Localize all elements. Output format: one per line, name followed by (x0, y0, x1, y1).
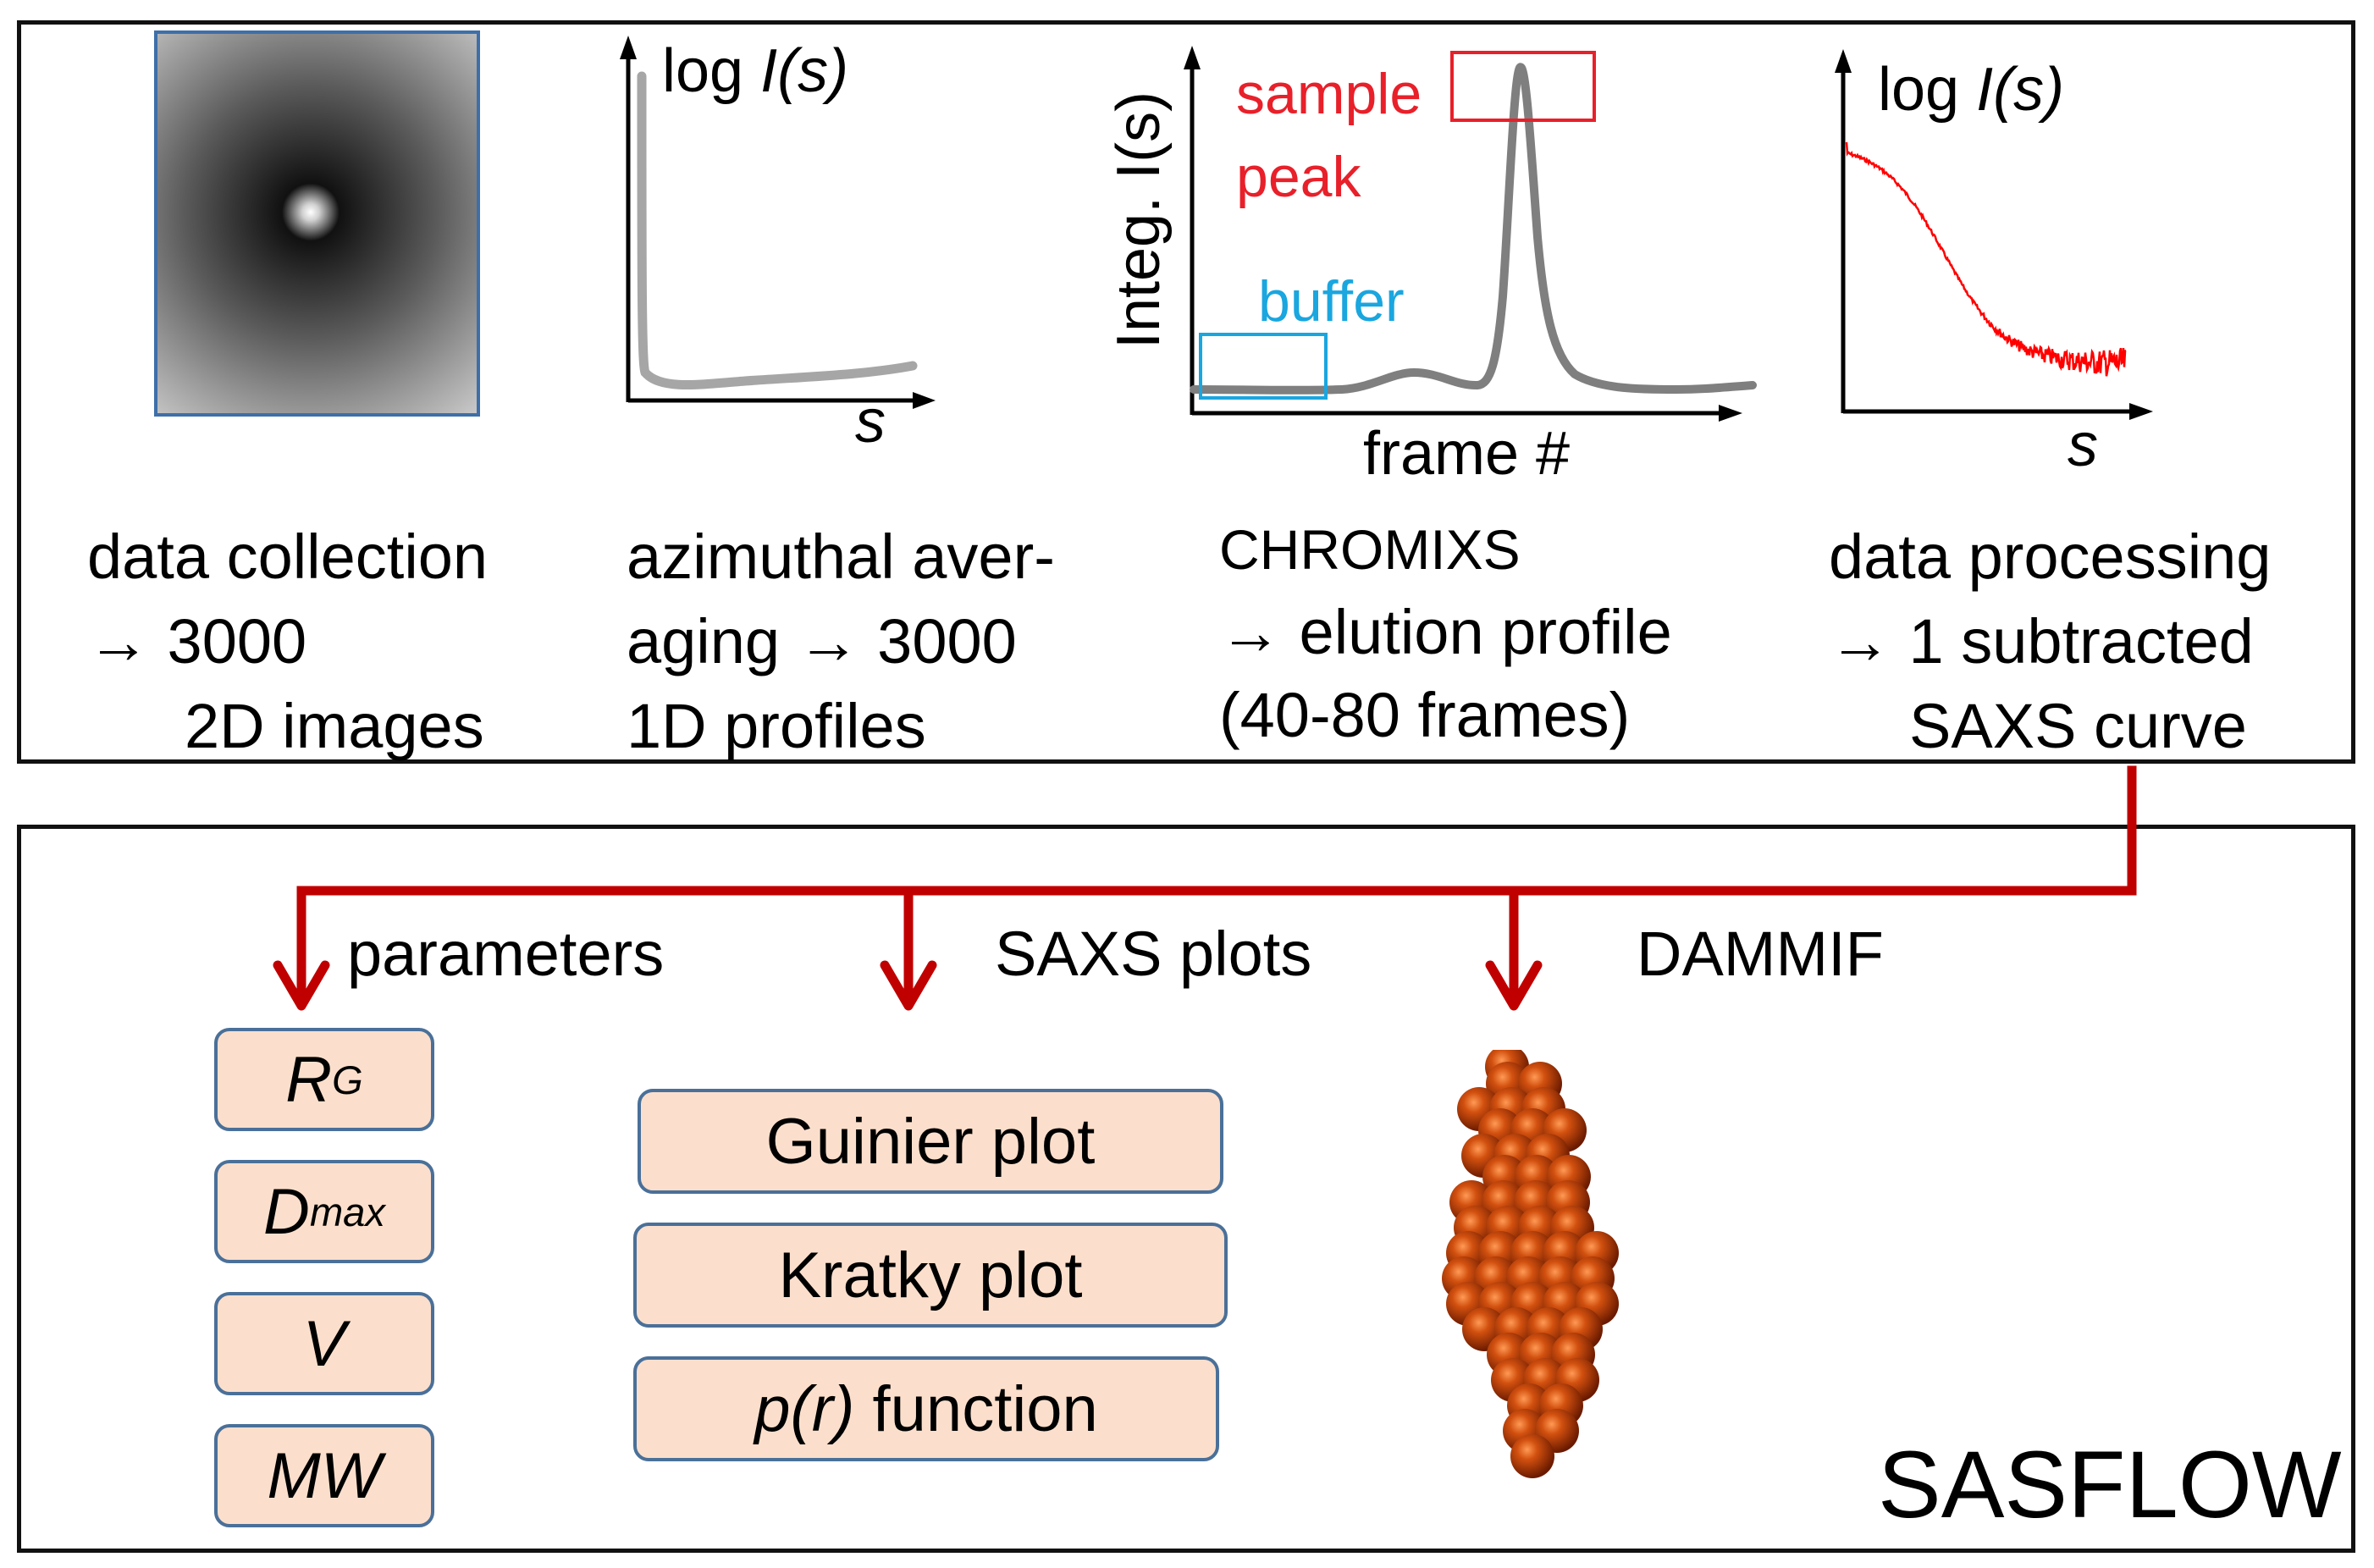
saxs-ylabel: log I(s) (1878, 56, 2065, 124)
processing-caption: data processing → 1 subtracted SAXS curv… (1829, 522, 2272, 761)
profile-curve (637, 71, 918, 389)
saxs-curve (1845, 141, 2127, 377)
saxs-curve-plot (1835, 49, 2153, 420)
detector-image (154, 30, 480, 417)
sample-peak-label: sample peak (1236, 62, 1422, 209)
buffer-label: buffer (1258, 269, 1405, 334)
saxs-xlabel: s (2068, 411, 2098, 479)
kratky-plot-box: Kratky plot (633, 1223, 1228, 1328)
arrowhead-saxs-plots (880, 960, 937, 1011)
volume-box: V (214, 1292, 434, 1395)
sample-window (1450, 51, 1596, 122)
profile-xlabel: s (855, 388, 886, 455)
averaging-caption: azimuthal aver- aging → 3000 1D profiles (627, 522, 1055, 761)
profile-ylabel: log I(s) (662, 37, 849, 105)
saxs-plots-label: SAXS plots (995, 919, 1312, 989)
pipeline-panel (17, 20, 2355, 764)
chromixs-caption: CHROMIXS → elution profile (40-80 frames… (1219, 518, 1672, 750)
elution-xlabel: frame # (1363, 420, 1571, 488)
pr-function-box: p(r) function (633, 1356, 1219, 1461)
collection-caption: data collection → 3000 2D images (87, 522, 489, 761)
dammif-bead-model (1442, 1050, 1619, 1478)
parameters-label: parameters (347, 919, 665, 989)
profile-plot (620, 36, 936, 409)
buffer-window (1199, 333, 1328, 400)
elution-curve (1190, 63, 1757, 395)
guinier-plot-box: Guinier plot (638, 1089, 1223, 1194)
sasflow-title: SASFLOW (1878, 1432, 2342, 1538)
bead (1510, 1434, 1554, 1478)
arrowhead-parameters (273, 960, 330, 1011)
sasflow-panel (17, 825, 2355, 1553)
arrowhead-dammif (1485, 960, 1543, 1011)
mw-box: MW (214, 1424, 434, 1527)
elution-plot (1184, 46, 1757, 422)
dammif-label: DAMMIF (1637, 919, 1884, 989)
